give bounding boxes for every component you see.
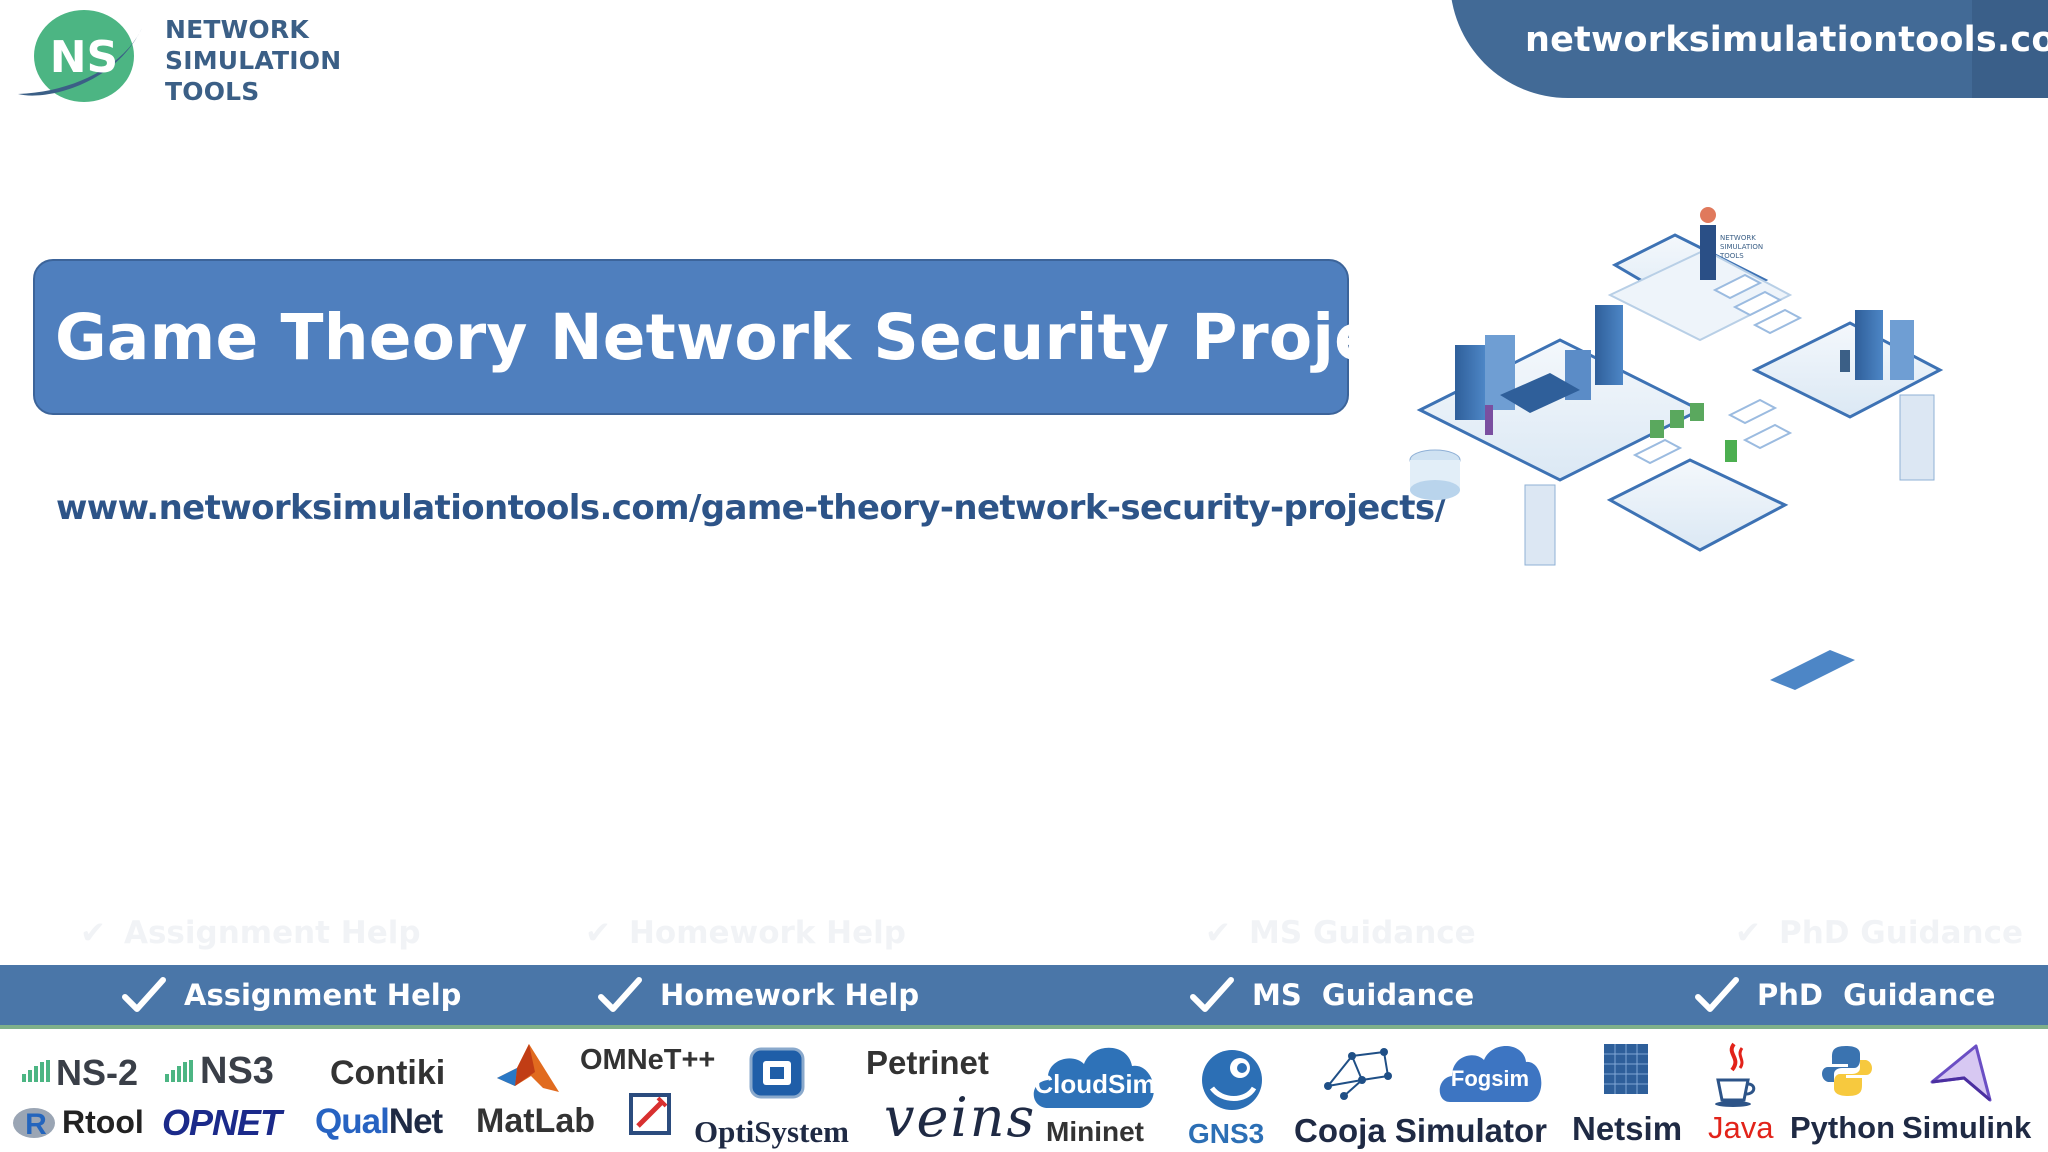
service-label: Homework Help (660, 978, 920, 1012)
logo-mark: NS (50, 32, 119, 83)
logo-line-2: SIMULATION (165, 46, 342, 75)
tool-cooja-simulator[interactable]: Cooja Simulator (1294, 1112, 1548, 1149)
check-icon (1695, 977, 1739, 1012)
logo-line-3: TOOLS (165, 77, 260, 106)
ns-logo-icon: NS (18, 10, 142, 102)
tools-strip: NS-2 NS3 Contiki R Rtool OPNET QualNet M… (0, 1030, 2048, 1152)
tool-optisystem[interactable]: OptiSystem (694, 1114, 849, 1149)
service-assignment-help[interactable]: Assignment Help (122, 965, 461, 1025)
ghost-service-4: ✔PhD Guidance (1735, 915, 2024, 951)
service-label: PhD Guidance (1757, 978, 1996, 1012)
tool-ns2[interactable]: NS-2 (56, 1052, 139, 1093)
r-logo-icon: R (13, 1108, 55, 1140)
domain-banner (1450, 0, 2048, 98)
service-label: Assignment Help (184, 978, 462, 1012)
tool-omnet[interactable]: OMNeT++ (580, 1044, 716, 1076)
check-icon (122, 977, 166, 1012)
isometric-network-illustration: NETWORK SIMULATION TOOLS (1409, 207, 1944, 690)
tool-opnet[interactable]: OPNET (162, 1102, 282, 1143)
tool-rtool[interactable]: Rtool (62, 1104, 144, 1140)
check-icon (598, 977, 642, 1012)
signal-bars-icon (165, 1060, 193, 1082)
service-phd-guidance[interactable]: PhD Guidance (1695, 965, 1995, 1025)
tool-veins[interactable]: veins (884, 1086, 1037, 1149)
tool-java[interactable]: Java (1708, 1110, 1774, 1145)
illustration-label-2: SIMULATION (1720, 243, 1763, 251)
person-figures (1485, 207, 1850, 462)
fogsim-label: Fogsim (1451, 1066, 1529, 1091)
network-graph-icon (1324, 1048, 1392, 1100)
ghost-service-3: ✔MS Guidance (1205, 915, 1476, 951)
omnet-pen-icon (629, 1093, 671, 1135)
tool-simulink[interactable]: Simulink (1902, 1110, 2032, 1145)
matlab-membrane-icon (497, 1044, 559, 1092)
logo-line-1: NETWORK (165, 15, 309, 44)
services-bar: Assignment Help Homework Help MS Guidanc… (0, 965, 2048, 1029)
signal-bars-icon (22, 1060, 50, 1082)
service-label: MS Guidance (1252, 978, 1475, 1012)
brand-logo[interactable]: NS NETWORK SIMULATION TOOLS (8, 4, 341, 114)
cloudsim-label: CloudSim (1034, 1069, 1155, 1099)
tool-matlab[interactable]: MatLab (476, 1102, 595, 1140)
ghost-service-2: ✔Homework Help (585, 915, 906, 951)
service-ms-guidance[interactable]: MS Guidance (1190, 965, 1474, 1025)
check-icon (1190, 977, 1234, 1012)
cloud-icon: CloudSim (1033, 1047, 1156, 1108)
python-snakes-icon (1822, 1046, 1872, 1096)
tool-gns3[interactable]: GNS3 (1188, 1118, 1265, 1149)
services-ghost-row: ✔Assignment Help ✔Homework Help ✔MS Guid… (0, 915, 2048, 965)
tool-python[interactable]: Python (1790, 1110, 1896, 1145)
tool-petrinet[interactable]: Petrinet (866, 1044, 989, 1081)
qualnet-part-b: Net (388, 1102, 443, 1141)
service-homework-help[interactable]: Homework Help (598, 965, 919, 1025)
tool-qualnet[interactable]: QualNet (315, 1102, 443, 1142)
svg-text:R: R (25, 1108, 47, 1140)
illustration-label-3: TOOLS (1719, 252, 1744, 260)
simulink-arrow-icon (1930, 1044, 1992, 1102)
tool-ns3[interactable]: NS3 (200, 1050, 274, 1092)
gns3-chameleon-icon (1202, 1050, 1262, 1110)
domain-banner-accent (1972, 0, 2048, 98)
ghost-service-1: ✔Assignment Help (80, 915, 421, 951)
site-domain-link[interactable]: networksimulationtools.com (1525, 20, 2048, 60)
page-title: Game Theory Network Security Projects (55, 300, 1483, 374)
java-cup-icon (1715, 1042, 1756, 1107)
fog-cloud-icon: Fogsim (1439, 1045, 1542, 1102)
netsim-grid-icon (1604, 1044, 1648, 1094)
logo-wordmark: NETWORK SIMULATION TOOLS (165, 14, 341, 107)
tool-mininet[interactable]: Mininet (1046, 1116, 1144, 1147)
tool-contiki[interactable]: Contiki (330, 1054, 446, 1092)
tool-netsim[interactable]: Netsim (1572, 1110, 1683, 1147)
illustration-label-1: NETWORK (1720, 234, 1756, 242)
qualnet-part-a: Qual (315, 1102, 390, 1141)
page-url-link[interactable]: www.networksimulationtools.com/game-theo… (56, 488, 1447, 528)
server-racks (1455, 305, 1935, 566)
optisystem-chip-icon (749, 1047, 805, 1099)
title-banner: Game Theory Network Security Projects (33, 259, 1482, 415)
